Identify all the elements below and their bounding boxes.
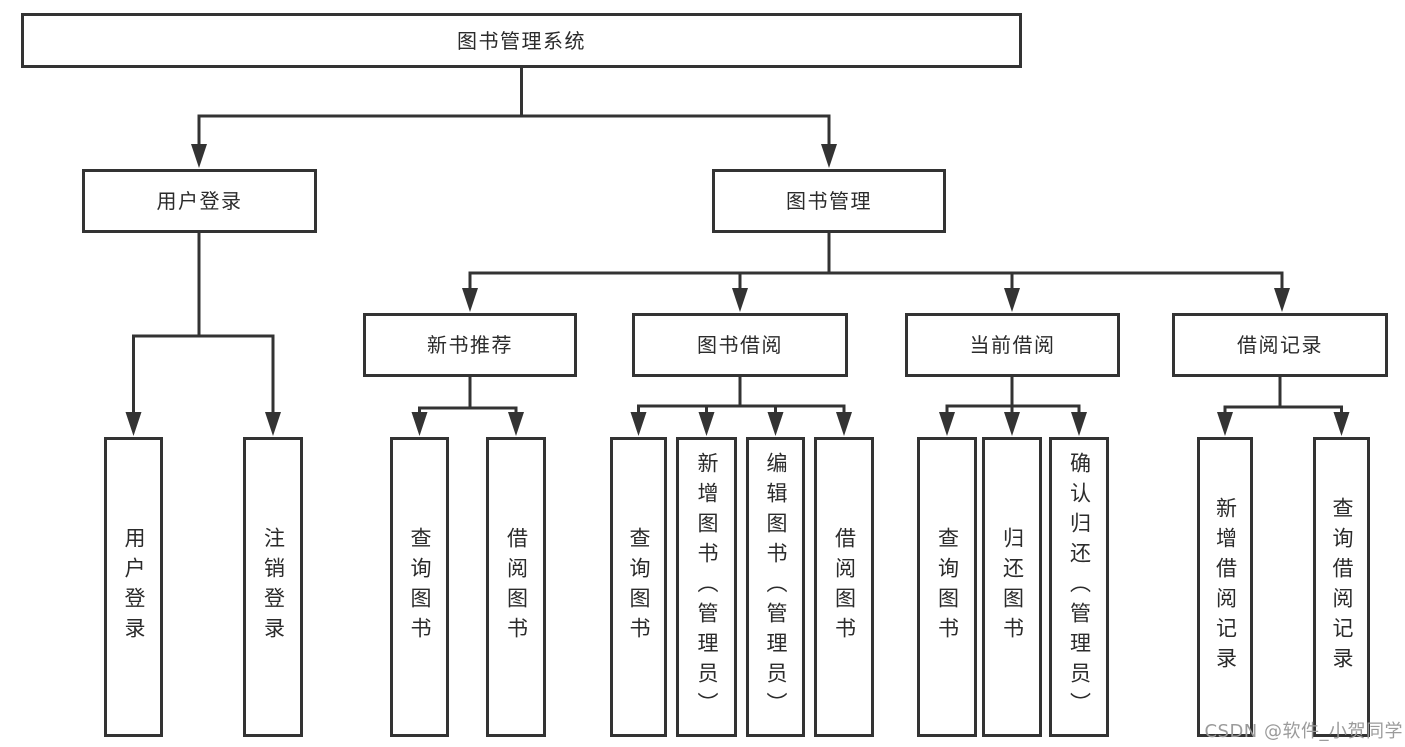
connector-current-borrow-children xyxy=(945,377,1081,415)
node-label: 新增借阅记录 xyxy=(1213,497,1238,677)
node-query-books: 查询图书 xyxy=(390,437,449,737)
node-label: 图书借阅 xyxy=(697,333,783,357)
node-add-borrow-record: 新增借阅记录 xyxy=(1197,437,1253,737)
node-label: 新书推荐 xyxy=(427,333,513,357)
connector-root-to-level1 xyxy=(197,68,831,147)
node-label: 图书管理 xyxy=(786,189,872,213)
node-borrow-books: 借阅图书 xyxy=(486,437,546,737)
node-label: 查询借阅记录 xyxy=(1330,497,1354,677)
node-return-books: 归还图书 xyxy=(982,437,1042,737)
node-label: 借阅记录 xyxy=(1237,333,1323,357)
connector-borrow-record-children xyxy=(1223,377,1343,415)
arrowheads-borrow-record-children xyxy=(1217,412,1350,436)
node-label: 注销登录 xyxy=(261,527,286,647)
node-label: 图书管理系统 xyxy=(457,28,586,53)
node-label: 用户登录 xyxy=(122,527,146,647)
node-edit-books-admin: 编辑图书（管理员） xyxy=(746,437,805,737)
arrowheads-book-management-children xyxy=(462,288,1290,312)
node-book-borrowing: 图书借阅 xyxy=(632,313,848,377)
node-current-borrowing: 当前借阅 xyxy=(905,313,1120,377)
node-label: 查询图书 xyxy=(627,527,651,647)
node-label: 借阅图书 xyxy=(832,527,857,647)
arrowheads-book-borrow-children xyxy=(630,412,852,436)
node-label: 查询图书 xyxy=(935,527,960,647)
connector-book-management-children xyxy=(468,233,1284,291)
node-label: 新增图书（管理员） xyxy=(695,452,719,722)
connector-user-login-children xyxy=(132,233,275,414)
node-borrow-books: 借阅图书 xyxy=(814,437,874,737)
node-confirm-return-admin: 确认归还（管理员） xyxy=(1049,437,1109,737)
node-add-books-admin: 新增图书（管理员） xyxy=(676,437,737,737)
node-query-books: 查询图书 xyxy=(917,437,977,737)
node-book-management: 图书管理 xyxy=(712,169,946,233)
node-label: 编辑图书（管理员） xyxy=(764,452,788,722)
node-query-borrow-record: 查询借阅记录 xyxy=(1313,437,1370,737)
arrowheads-user-login-children xyxy=(125,412,281,436)
arrowheads-new-book-children xyxy=(411,412,524,436)
node-label: 当前借阅 xyxy=(969,333,1056,357)
node-label: 借阅图书 xyxy=(504,527,529,647)
node-borrowing-records: 借阅记录 xyxy=(1172,313,1388,377)
node-label: 归还图书 xyxy=(1000,527,1025,647)
connector-new-book-children xyxy=(418,377,518,415)
node-new-book-recommend: 新书推荐 xyxy=(363,313,577,377)
node-user-login: 用户登录 xyxy=(82,169,317,233)
node-logout: 注销登录 xyxy=(243,437,303,737)
node-user-login-leaf: 用户登录 xyxy=(104,437,163,737)
node-library-management-system: 图书管理系统 xyxy=(21,13,1022,68)
node-label: 确认归还（管理员） xyxy=(1067,452,1092,722)
arrowheads-current-borrow-children xyxy=(939,412,1087,436)
arrowheads-level1 xyxy=(191,144,837,168)
node-query-books: 查询图书 xyxy=(610,437,667,737)
csdn-watermark: CSDN @软件_小贺同学 xyxy=(1204,721,1403,742)
node-label: 查询图书 xyxy=(408,527,432,647)
node-label: 用户登录 xyxy=(156,189,243,213)
connector-book-borrow-children xyxy=(637,377,846,415)
